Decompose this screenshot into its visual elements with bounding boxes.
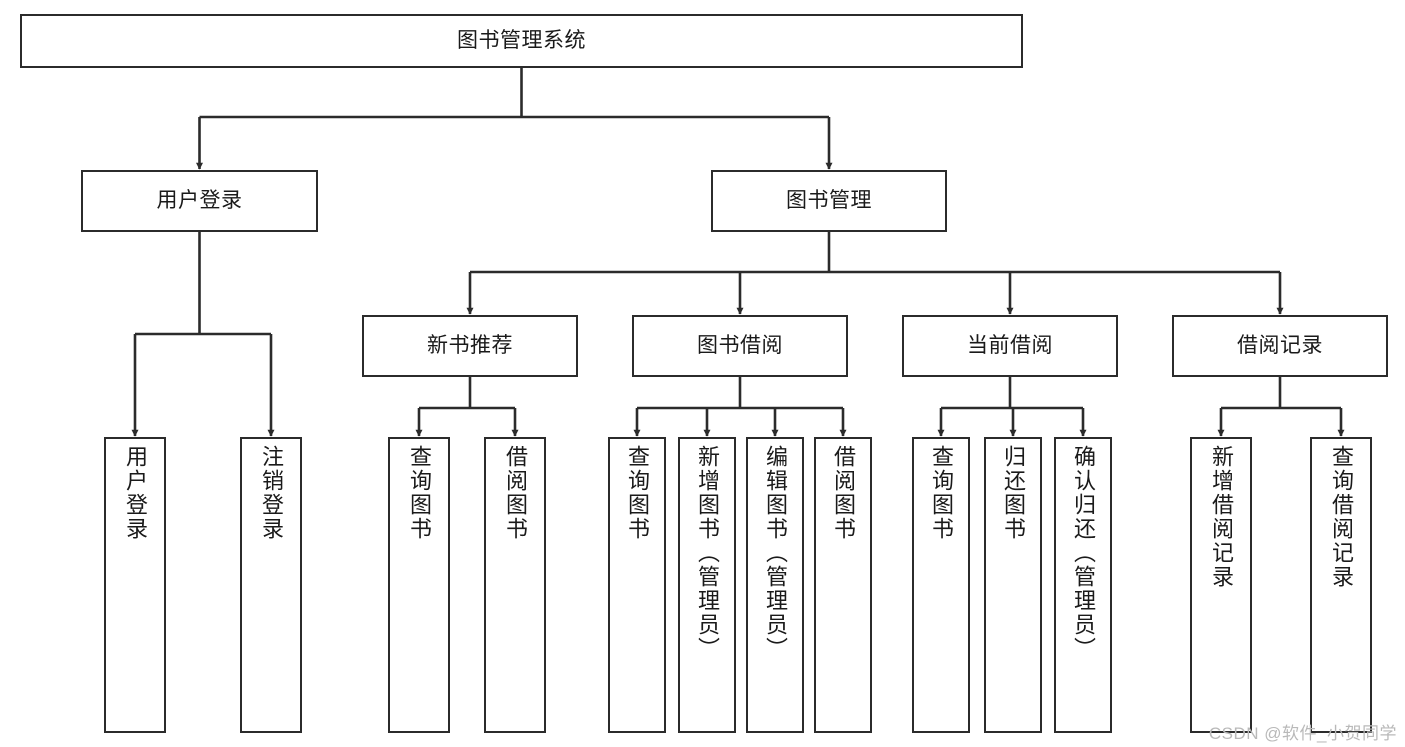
node-borrow-record[interactable]: 借阅记录 — [1172, 315, 1388, 377]
node-label: 用户登录 — [123, 445, 148, 541]
node-leaf-user-login[interactable]: 用户登录 — [104, 437, 166, 733]
node-label: 借阅图书 — [503, 445, 528, 541]
node-current-borrow[interactable]: 当前借阅 — [902, 315, 1118, 377]
node-label: 编辑图书（管理员） — [763, 445, 788, 661]
node-label: 查询图书 — [929, 445, 954, 541]
node-book-borrow[interactable]: 图书借阅 — [632, 315, 848, 377]
node-leaf-add-borrow-record[interactable]: 新增借阅记录 — [1190, 437, 1252, 733]
node-book-manage[interactable]: 图书管理 — [711, 170, 947, 232]
node-leaf-borrow-book-recommend[interactable]: 借阅图书 — [484, 437, 546, 733]
node-label: 图书借阅 — [697, 334, 783, 358]
node-label: 查询借阅记录 — [1329, 445, 1354, 589]
node-label: 查询图书 — [625, 445, 650, 541]
node-label: 借阅记录 — [1237, 334, 1323, 358]
node-label: 新增借阅记录 — [1209, 445, 1234, 589]
node-leaf-logout[interactable]: 注销登录 — [240, 437, 302, 733]
node-leaf-return-book[interactable]: 归还图书 — [984, 437, 1042, 733]
node-label: 当前借阅 — [967, 334, 1053, 358]
node-leaf-confirm-return-admin[interactable]: 确认归还（管理员） — [1054, 437, 1112, 733]
node-leaf-query-book-borrow[interactable]: 查询图书 — [608, 437, 666, 733]
node-leaf-add-book-admin[interactable]: 新增图书（管理员） — [678, 437, 736, 733]
node-label: 借阅图书 — [831, 445, 856, 541]
node-leaf-borrow-book[interactable]: 借阅图书 — [814, 437, 872, 733]
node-leaf-edit-book-admin[interactable]: 编辑图书（管理员） — [746, 437, 804, 733]
node-label: 图书管理 — [786, 189, 872, 213]
node-label: 查询图书 — [407, 445, 432, 541]
node-label: 图书管理系统 — [457, 29, 586, 53]
node-label: 确认归还（管理员） — [1071, 445, 1096, 661]
node-leaf-query-book-current[interactable]: 查询图书 — [912, 437, 970, 733]
node-label: 归还图书 — [1001, 445, 1026, 541]
node-label: 用户登录 — [156, 189, 243, 213]
node-label: 新书推荐 — [427, 334, 513, 358]
node-leaf-query-borrow-record[interactable]: 查询借阅记录 — [1310, 437, 1372, 733]
node-leaf-query-book-recommend[interactable]: 查询图书 — [388, 437, 450, 733]
node-label: 注销登录 — [259, 445, 284, 541]
node-label: 新增图书（管理员） — [695, 445, 720, 661]
node-new-book-recommend[interactable]: 新书推荐 — [362, 315, 578, 377]
watermark-text: CSDN @软件_小贺同学 — [1208, 724, 1397, 743]
node-root[interactable]: 图书管理系统 — [20, 14, 1023, 68]
node-user-login[interactable]: 用户登录 — [81, 170, 318, 232]
